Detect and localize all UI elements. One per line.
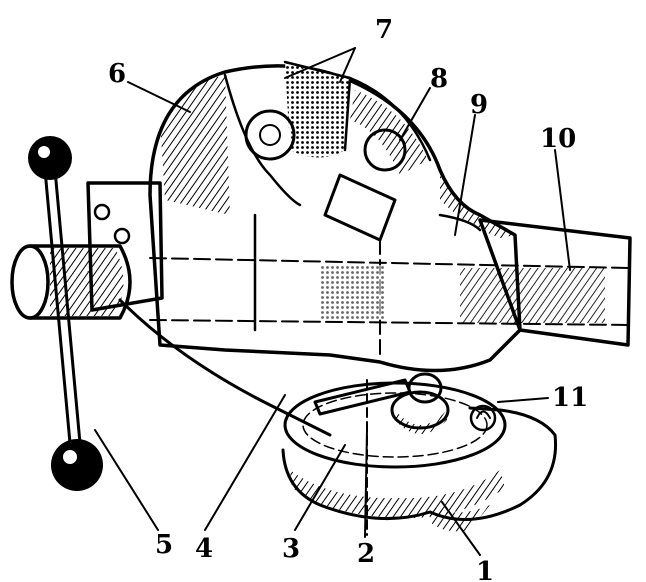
leader-lines xyxy=(94,47,571,556)
label-4: 4 xyxy=(195,534,213,564)
label-9: 9 xyxy=(470,90,488,120)
handle xyxy=(10,136,132,491)
vise-body xyxy=(148,60,522,373)
label-3: 3 xyxy=(282,534,300,564)
label-6: 6 xyxy=(108,59,126,89)
callout-labels: 1 2 3 4 5 6 7 8 9 10 11 xyxy=(108,15,588,582)
label-5: 5 xyxy=(155,530,173,560)
guide-bar xyxy=(149,218,632,347)
label-8: 8 xyxy=(430,64,448,94)
swivel-base xyxy=(281,381,558,532)
label-10: 10 xyxy=(540,124,576,154)
label-11: 11 xyxy=(552,383,588,413)
label-7: 7 xyxy=(375,15,393,45)
label-2: 2 xyxy=(357,539,375,569)
label-1: 1 xyxy=(476,557,494,582)
